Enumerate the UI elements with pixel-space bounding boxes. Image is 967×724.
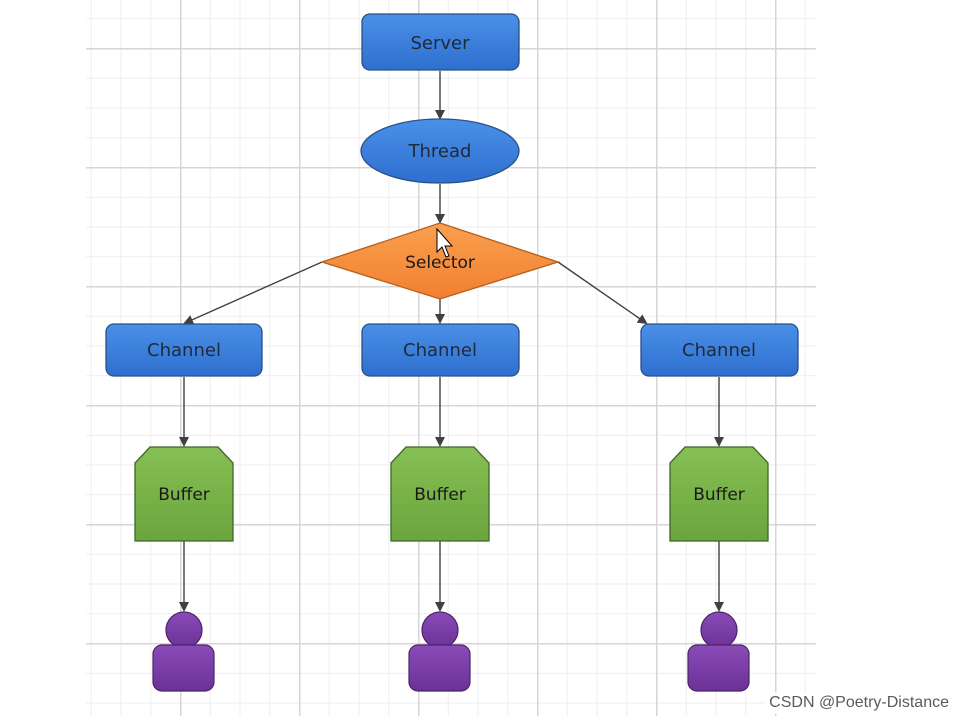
watermark: CSDN @Poetry-Distance: [765, 692, 953, 714]
user-icon[interactable]: [687, 611, 750, 692]
channel-label: Channel: [682, 340, 756, 361]
buffer-label: Buffer: [158, 485, 210, 505]
thread-label: Thread: [408, 141, 472, 162]
channel-node-middle[interactable]: Channel: [361, 323, 520, 377]
server-label: Server: [410, 33, 470, 54]
channel-label: Channel: [147, 340, 221, 361]
selector-node[interactable]: Selector: [319, 222, 561, 300]
server-node[interactable]: Server: [361, 13, 520, 71]
channel-node-right[interactable]: Channel: [640, 323, 799, 377]
buffer-label: Buffer: [414, 485, 466, 505]
buffer-node-right[interactable]: Buffer: [669, 446, 769, 542]
buffer-node-middle[interactable]: Buffer: [390, 446, 490, 542]
user-icon[interactable]: [408, 611, 471, 692]
channel-node-left[interactable]: Channel: [105, 323, 263, 377]
edge-selector-channel-right: [557, 261, 648, 325]
buffer-node-left[interactable]: Buffer: [134, 446, 234, 542]
edge-selector-channel-left: [183, 261, 323, 325]
thread-node[interactable]: Thread: [360, 118, 520, 184]
user-icon[interactable]: [152, 611, 215, 692]
selector-label: Selector: [405, 253, 475, 273]
mouse-pointer-icon: [436, 227, 454, 258]
channel-label: Channel: [403, 340, 477, 361]
buffer-label: Buffer: [693, 485, 745, 505]
edges: [179, 71, 724, 612]
